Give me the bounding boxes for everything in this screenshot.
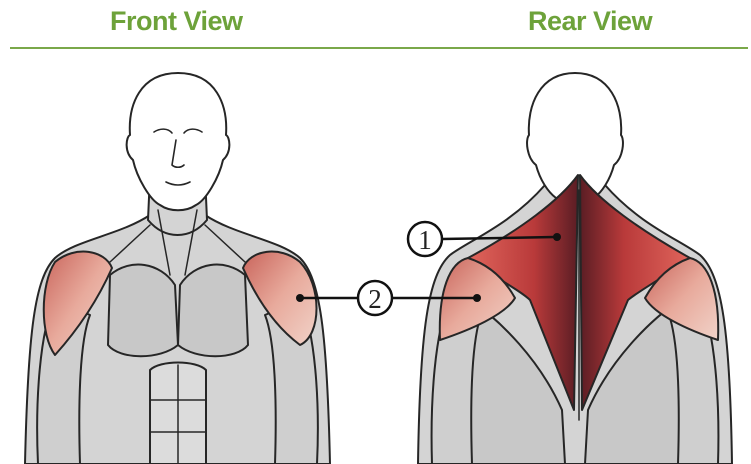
rear-figure: [418, 73, 732, 464]
front-head: [127, 73, 230, 210]
front-figure: [25, 73, 330, 464]
callout-2-number: 2: [368, 284, 382, 314]
callout-1-number: 1: [418, 225, 432, 255]
callout-2-dot-left: [296, 294, 304, 302]
front-left-pectoral: [108, 265, 178, 357]
front-right-pectoral: [178, 265, 248, 357]
callout-2-dot-right: [473, 294, 481, 302]
callout-1-dot: [553, 233, 561, 241]
